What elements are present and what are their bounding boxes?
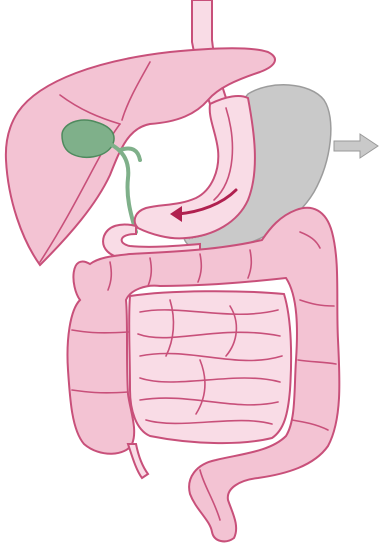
removal-arrow-icon <box>334 134 378 158</box>
gallbladder <box>62 120 114 157</box>
appendix <box>128 444 148 478</box>
small-intestine <box>129 291 291 443</box>
